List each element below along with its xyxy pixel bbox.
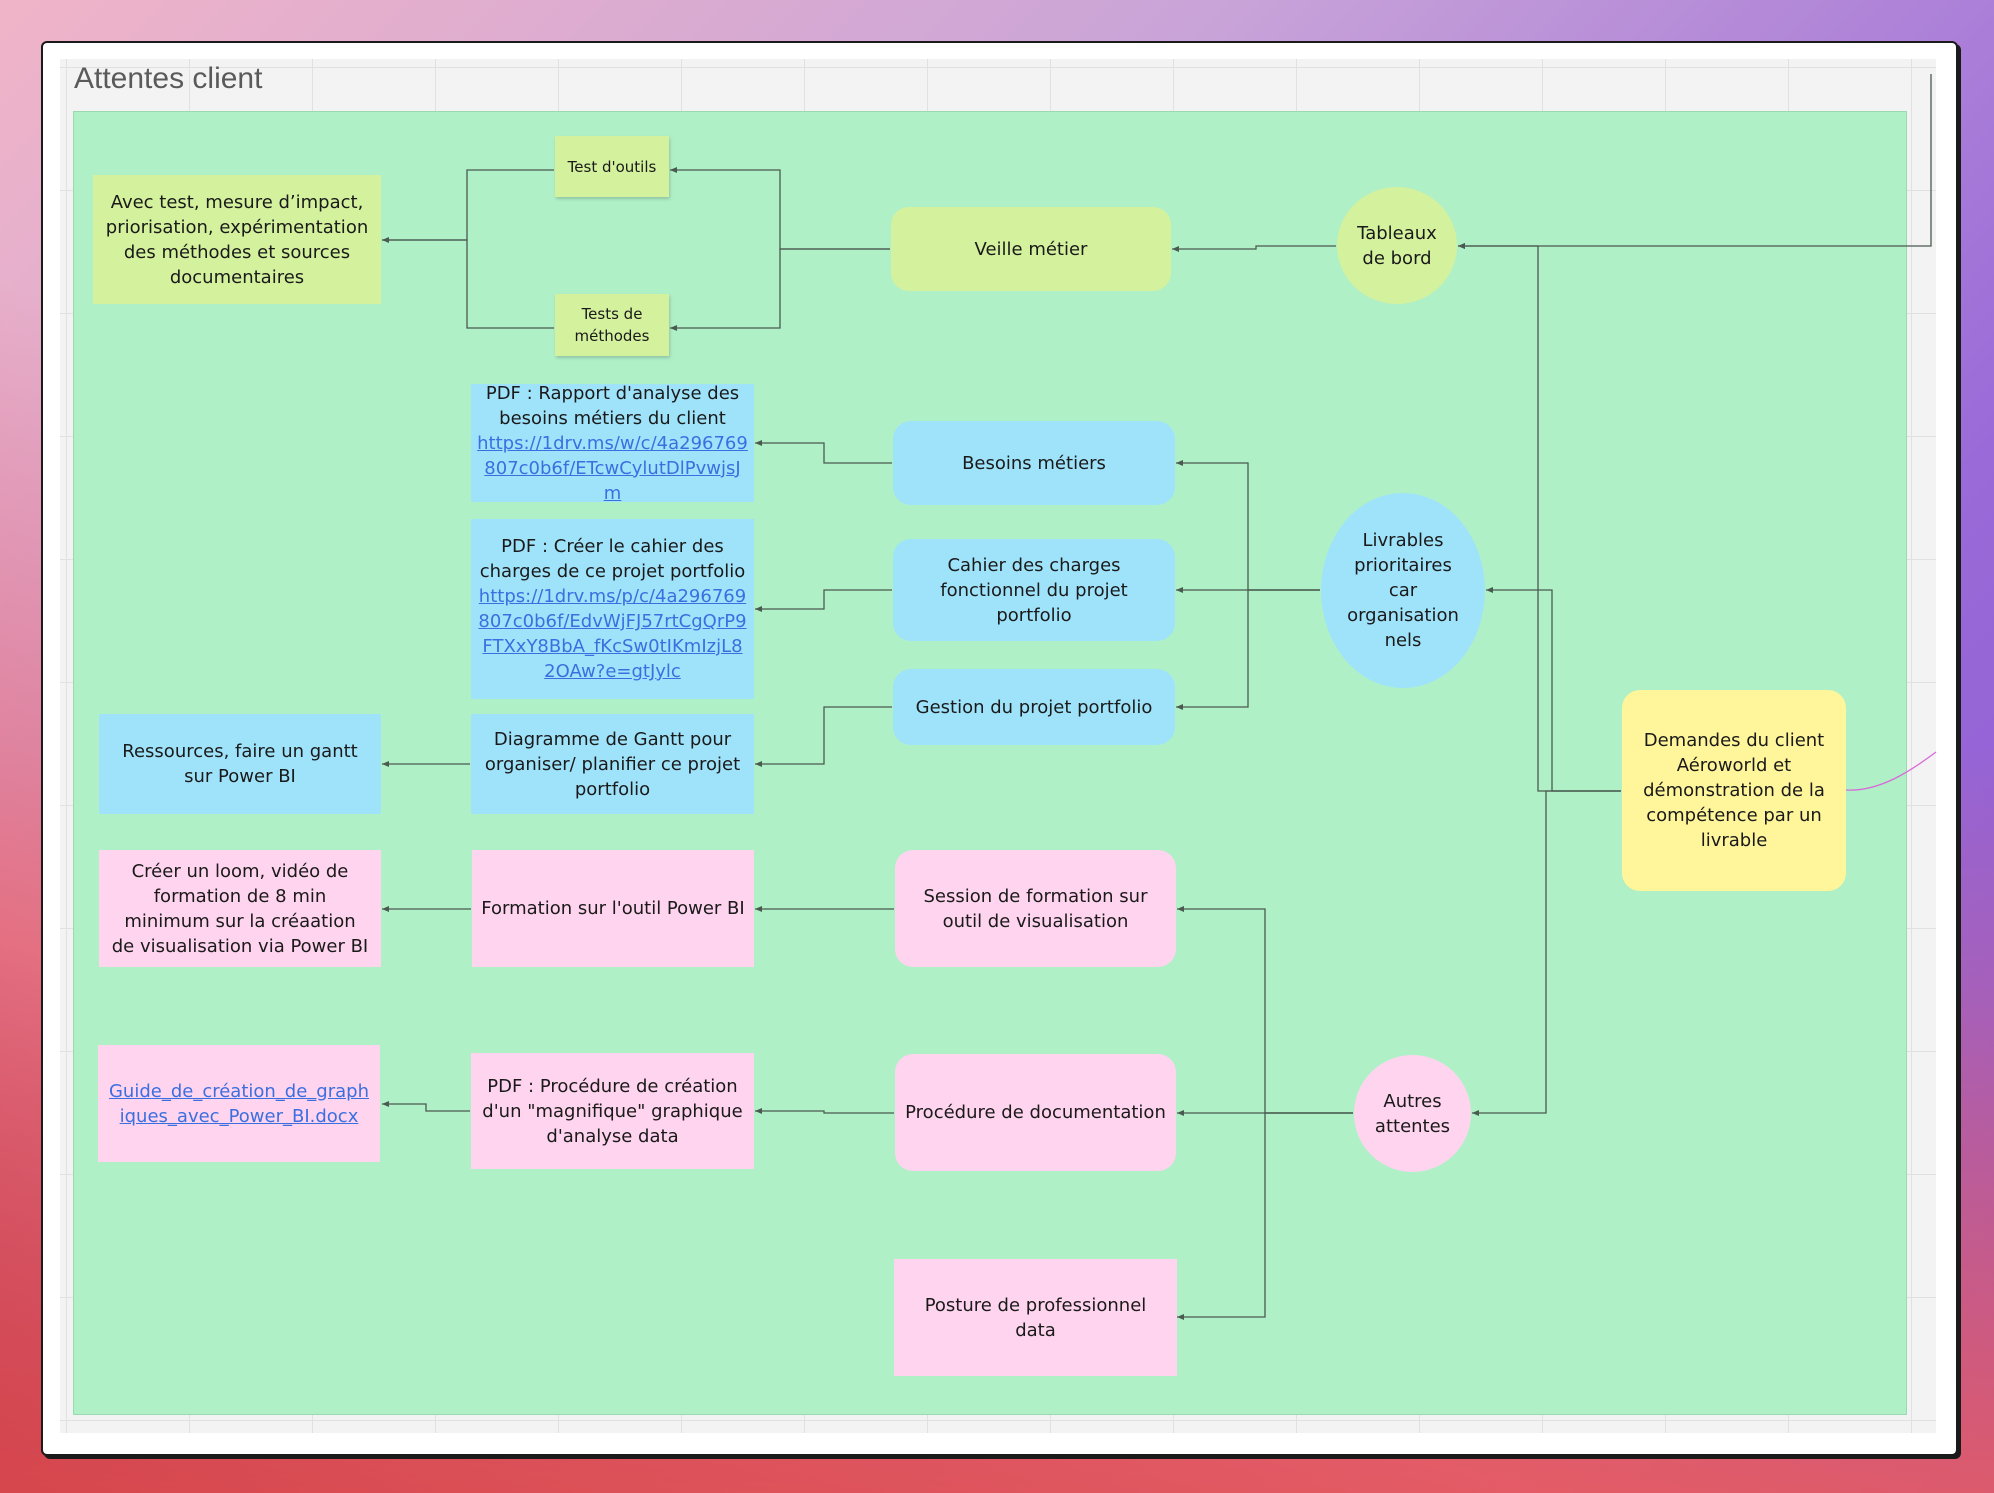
node-cahier-label: Cahier des charges fonctionnel du projet… (940, 554, 1128, 626)
sticky-test-outils[interactable]: Test d'outils (555, 136, 669, 197)
connector-demandes-to-tableaux (1458, 243, 1621, 792)
connector-pdf-to-guide (382, 1101, 470, 1112)
note-pdf-rapport[interactable]: PDF : Rapport d'analyse des besoins méti… (471, 382, 754, 504)
node-gestion-projet[interactable]: Gestion du projet portfolio (893, 669, 1175, 745)
connector-veille-to-test-outils (670, 167, 890, 250)
connector-edge-to-tableaux (1458, 74, 1932, 249)
node-veille-metier[interactable]: Veille métier (891, 207, 1171, 291)
node-gestion-label: Gestion du projet portfolio (915, 696, 1153, 718)
connector-tableaux-to-veille (1172, 245, 1336, 252)
note-pdf-procedure-label: PDF : Procédure de création d'un "magnif… (482, 1075, 743, 1147)
guide-creation-link[interactable]: Guide_de_création_de_graphiques_avec_Pow… (108, 1080, 370, 1127)
note-formation-label: Formation sur l'outil Power BI (481, 898, 745, 919)
note-loom-label: Créer un loom, vidéo de formation de 8 m… (111, 860, 369, 957)
note-formation-power-bi[interactable]: Formation sur l'outil Power BI (472, 850, 754, 967)
node-tableaux-de-bord[interactable]: Tableaux de bord (1337, 187, 1457, 304)
note-pdf-cahier-text: PDF : Créer le cahier des charges de ce … (479, 536, 746, 582)
connector-gestion-to-gantt (755, 706, 892, 767)
node-besoins-metiers[interactable]: Besoins métiers (893, 421, 1175, 505)
connector-cahier-to-pdf (755, 589, 892, 612)
note-pdf-procedure[interactable]: PDF : Procédure de création d'un "magnif… (471, 1053, 754, 1169)
pdf-rapport-link[interactable]: https://1drv.ms/w/c/4a296769807c0b6f/ETc… (477, 432, 748, 504)
node-autres-label: Autres attentes (1374, 1090, 1451, 1137)
note-guide-creation[interactable]: Guide_de_création_de_graphiques_avec_Pow… (98, 1045, 380, 1162)
node-cahier-des-charges[interactable]: Cahier des charges fonctionnel du projet… (893, 539, 1175, 641)
node-besoins-label: Besoins métiers (962, 452, 1106, 474)
sticky-tests-methodes[interactable]: Tests de méthodes (555, 294, 669, 356)
connector-autres-to-session (1177, 906, 1353, 1114)
node-session-label: Session de formation sur outil de visual… (923, 885, 1148, 932)
note-avec-test-label: Avec test, mesure d’impact, priorisation… (105, 191, 369, 288)
connector-tests-methodes-to-avec (382, 239, 554, 329)
connector-demandes-to-livrables (1486, 587, 1621, 792)
note-avec-test[interactable]: Avec test, mesure d’impact, priorisation… (93, 175, 381, 304)
note-creer-loom[interactable]: Créer un loom, vidéo de formation de 8 m… (99, 850, 381, 967)
section-title[interactable]: Attentes client (74, 62, 263, 95)
note-ressources-label: Ressources, faire un gantt sur Power BI (122, 741, 358, 787)
node-procedure-label: Procédure de documentation (905, 1102, 1166, 1123)
connector-livrables-to-besoins (1176, 460, 1320, 591)
node-livrables-label: Livrables prioritaires car organisation … (1347, 530, 1459, 651)
connector-besoins-to-pdf (755, 440, 892, 464)
connector-test-outils-to-avec (382, 169, 554, 243)
node-autres-attentes[interactable]: Autres attentes (1354, 1055, 1471, 1172)
node-posture-label: Posture de professionnel data (924, 1294, 1147, 1341)
node-demandes-client-label: Demandes du client Aéroworld et démonstr… (1643, 730, 1825, 851)
note-ressources-gantt[interactable]: Ressources, faire un gantt sur Power BI (99, 714, 381, 814)
note-diagramme-gantt[interactable]: Diagramme de Gantt pour organiser/ plani… (471, 714, 754, 814)
note-pdf-rapport-text: PDF : Rapport d'analyse des besoins méti… (485, 382, 740, 429)
node-livrables-prioritaires[interactable]: Livrables prioritaires car organisation … (1321, 493, 1485, 688)
node-procedure-documentation[interactable]: Procédure de documentation (895, 1054, 1176, 1171)
sticky-tests-methodes-label: Tests de méthodes (574, 305, 650, 345)
connector-external-magenta (1845, 751, 1937, 791)
connector-demandes-to-autres (1472, 790, 1621, 1116)
connector-procedure-to-pdf (755, 1108, 894, 1114)
node-session-formation[interactable]: Session de formation sur outil de visual… (895, 850, 1176, 967)
connector-livrables-to-gestion (1176, 589, 1320, 710)
pdf-cahier-link[interactable]: https://1drv.ms/p/c/4a296769807c0b6f/Edv… (478, 586, 747, 682)
connector-autres-to-posture (1177, 1112, 1353, 1320)
note-gantt-label: Diagramme de Gantt pour organiser/ plani… (484, 728, 741, 800)
node-demandes-client[interactable]: Demandes du client Aéroworld et démonstr… (1622, 690, 1846, 891)
connector-veille-to-tests-methodes (670, 248, 890, 331)
sticky-test-outils-label: Test d'outils (567, 157, 657, 176)
node-tableaux-label: Tableaux de bord (1357, 222, 1437, 269)
node-veille-label: Veille métier (974, 238, 1088, 260)
note-pdf-cahier[interactable]: PDF : Créer le cahier des charges de ce … (471, 519, 754, 699)
node-posture-professionnel[interactable]: Posture de professionnel data (894, 1259, 1177, 1376)
